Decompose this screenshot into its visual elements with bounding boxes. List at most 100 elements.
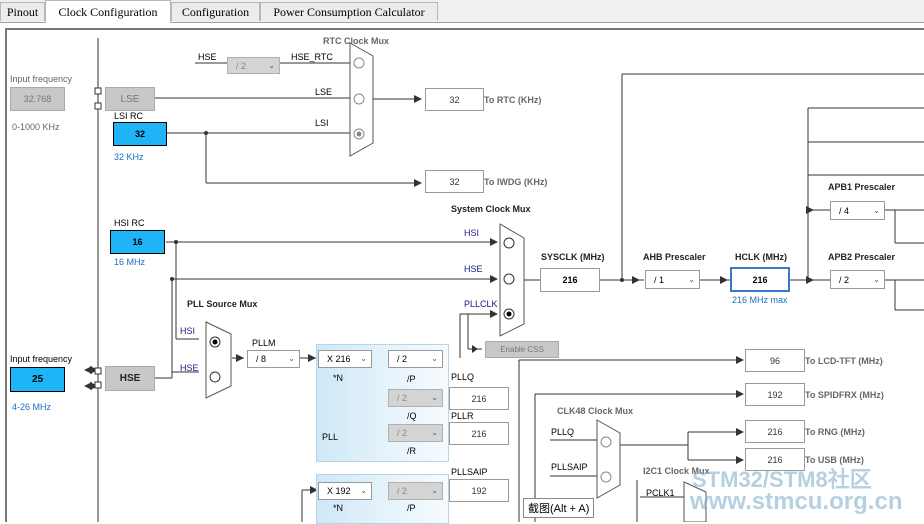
hsi-freq: 16 MHz bbox=[114, 257, 146, 267]
ahb-prescaler-select[interactable]: / 1⌄ bbox=[645, 270, 700, 289]
hclk-max: 216 MHz max bbox=[732, 295, 788, 305]
chevron-down-icon: ⌄ bbox=[873, 205, 880, 215]
hsi-value[interactable]: 16 bbox=[110, 230, 165, 254]
sys-mux-hse-label: HSE bbox=[464, 264, 483, 274]
lsi-value[interactable]: 32 bbox=[113, 122, 167, 146]
chevron-down-icon: ⌄ bbox=[688, 274, 695, 284]
clk48-radio-pllq bbox=[600, 436, 612, 448]
pllr-label: PLLR bbox=[451, 411, 474, 421]
pll-source-mux-shape bbox=[205, 321, 232, 399]
pllsain-select[interactable]: X 192⌄ bbox=[318, 482, 372, 500]
hsi-title: HSI RC bbox=[114, 218, 145, 228]
pllm-select[interactable]: / 8⌄ bbox=[247, 350, 300, 368]
rtc-mux-radio-lse bbox=[353, 93, 365, 105]
clk48-radio-pllsaip bbox=[600, 471, 612, 483]
i2c1-pclk1-label: PCLK1 bbox=[646, 488, 675, 498]
sys-mux-title: System Clock Mux bbox=[451, 204, 531, 214]
tab-configuration[interactable]: Configuration bbox=[171, 2, 260, 21]
lse-input-label: Input frequency bbox=[10, 74, 73, 84]
tab-clock-configuration[interactable]: Clock Configuration bbox=[45, 0, 171, 23]
apb2-prescaler-label: APB2 Prescaler bbox=[828, 252, 896, 262]
tab-power-consumption-calculator[interactable]: Power Consumption Calculator bbox=[260, 2, 438, 21]
chevron-down-icon: ⌄ bbox=[431, 354, 438, 364]
pllq-label: PLLQ bbox=[451, 372, 475, 382]
chevron-down-icon: ⌄ bbox=[360, 354, 367, 364]
clk48-pllq-label: PLLQ bbox=[551, 427, 575, 437]
pllsaip-value: 192 bbox=[449, 479, 509, 502]
iwdg-output-value: 32 bbox=[425, 170, 484, 193]
chevron-down-icon: ⌄ bbox=[431, 486, 438, 496]
watermark-line2: www.stmcu.org.cn bbox=[690, 488, 903, 515]
chevron-down-icon: ⌄ bbox=[288, 354, 295, 364]
pllp-select[interactable]: / 2⌄ bbox=[388, 350, 443, 368]
sys-mux-radio-hse bbox=[503, 273, 515, 285]
rng-output-value: 216 bbox=[745, 420, 805, 443]
plln-select[interactable]: X 216⌄ bbox=[318, 350, 372, 368]
hse-input-field[interactable]: 25 bbox=[10, 367, 65, 392]
tab-bar: Pinout Clock Configuration Configuration… bbox=[0, 0, 924, 23]
spdifrx-output-label: To SPIDFRX (MHz) bbox=[805, 390, 884, 400]
apb2-prescaler-select[interactable]: / 2⌄ bbox=[830, 270, 885, 289]
pllsaip-select[interactable]: / 2⌄ bbox=[388, 482, 443, 500]
chevron-down-icon: ⌄ bbox=[431, 393, 438, 403]
rtc-mux-radio-hse bbox=[353, 57, 365, 69]
lcd-tft-output-value: 96 bbox=[745, 349, 805, 372]
tab-pinout[interactable]: Pinout bbox=[0, 2, 45, 21]
pll-src-hse-label: HSE bbox=[180, 363, 199, 373]
screenshot-tooltip: 截图(Alt + A) bbox=[523, 498, 595, 518]
enable-css-button[interactable]: Enable CSS bbox=[485, 341, 559, 358]
rtc-hse-divider[interactable]: / 2⌄ bbox=[227, 57, 280, 74]
i2c1-mux-shape bbox=[683, 481, 707, 522]
pllsaip-divider-label: /P bbox=[407, 503, 416, 513]
hse-input-label: Input frequency bbox=[10, 354, 73, 364]
pll-source-mux-title: PLL Source Mux bbox=[187, 299, 258, 309]
lcd-tft-output-label: To LCD-TFT (MHz) bbox=[805, 356, 883, 366]
chevron-down-icon: ⌄ bbox=[431, 428, 438, 438]
pllr-divider-label: /R bbox=[407, 446, 416, 456]
pll-src-hsi-label: HSI bbox=[180, 326, 196, 336]
pllr-select[interactable]: / 2⌄ bbox=[388, 424, 443, 442]
hse-range: 4-26 MHz bbox=[12, 402, 52, 412]
pll-src-radio-hse bbox=[209, 371, 221, 383]
clk48-mux-title: CLK48 Clock Mux bbox=[557, 406, 634, 416]
pllm-label: PLLM bbox=[252, 338, 276, 348]
spdifrx-output-value: 192 bbox=[745, 383, 805, 406]
clk48-mux-shape bbox=[596, 419, 621, 499]
lsi-freq: 32 KHz bbox=[114, 152, 144, 162]
apb1-prescaler-select[interactable]: / 4⌄ bbox=[830, 201, 885, 220]
pllq-select[interactable]: / 2⌄ bbox=[388, 389, 443, 407]
apb1-prescaler-label: APB1 Prescaler bbox=[828, 182, 896, 192]
rtc-mux-title: RTC Clock Mux bbox=[323, 36, 390, 46]
sysclk-label: SYSCLK (MHz) bbox=[541, 252, 605, 262]
clk48-pllsaip-label: PLLSAIP bbox=[551, 462, 588, 472]
hse-rtc-label: HSE_RTC bbox=[291, 52, 333, 62]
pllq-value: 216 bbox=[449, 387, 509, 410]
pllsain-label: *N bbox=[333, 503, 344, 513]
sysclk-value: 216 bbox=[540, 268, 600, 292]
pllp-label: /P bbox=[407, 374, 416, 384]
sys-mux-radio-hsi bbox=[503, 237, 515, 249]
rtc-lsi-label: LSI bbox=[315, 118, 329, 128]
lse-input-field[interactable]: 32.768 bbox=[10, 87, 65, 111]
pll-name: PLL bbox=[322, 432, 339, 442]
chevron-down-icon: ⌄ bbox=[268, 60, 275, 70]
chevron-down-icon: ⌄ bbox=[360, 486, 367, 496]
usb-output-label: To USB (MHz) bbox=[805, 455, 864, 465]
rtc-output-value: 32 bbox=[425, 88, 484, 111]
sys-mux-hsi-label: HSI bbox=[464, 228, 480, 238]
hclk-value[interactable]: 216 bbox=[730, 267, 790, 292]
pllq-divider-label: /Q bbox=[407, 411, 417, 421]
ahb-prescaler-label: AHB Prescaler bbox=[643, 252, 706, 262]
rtc-lse-label: LSE bbox=[315, 87, 333, 97]
rng-output-label: To RNG (MHz) bbox=[805, 427, 865, 437]
plln-label: *N bbox=[333, 373, 344, 383]
i2c1-mux-title: I2C1 Clock Mux bbox=[643, 466, 710, 476]
hse-block: HSE bbox=[105, 366, 155, 391]
rtc-output-label: To RTC (KHz) bbox=[484, 95, 542, 105]
rtc-hse-label: HSE bbox=[198, 52, 217, 62]
usb-output-value: 216 bbox=[745, 448, 805, 471]
pllr-value: 216 bbox=[449, 422, 509, 445]
watermark-line1: STM32/STM8社区 bbox=[692, 467, 872, 492]
hclk-label: HCLK (MHz) bbox=[735, 252, 787, 262]
